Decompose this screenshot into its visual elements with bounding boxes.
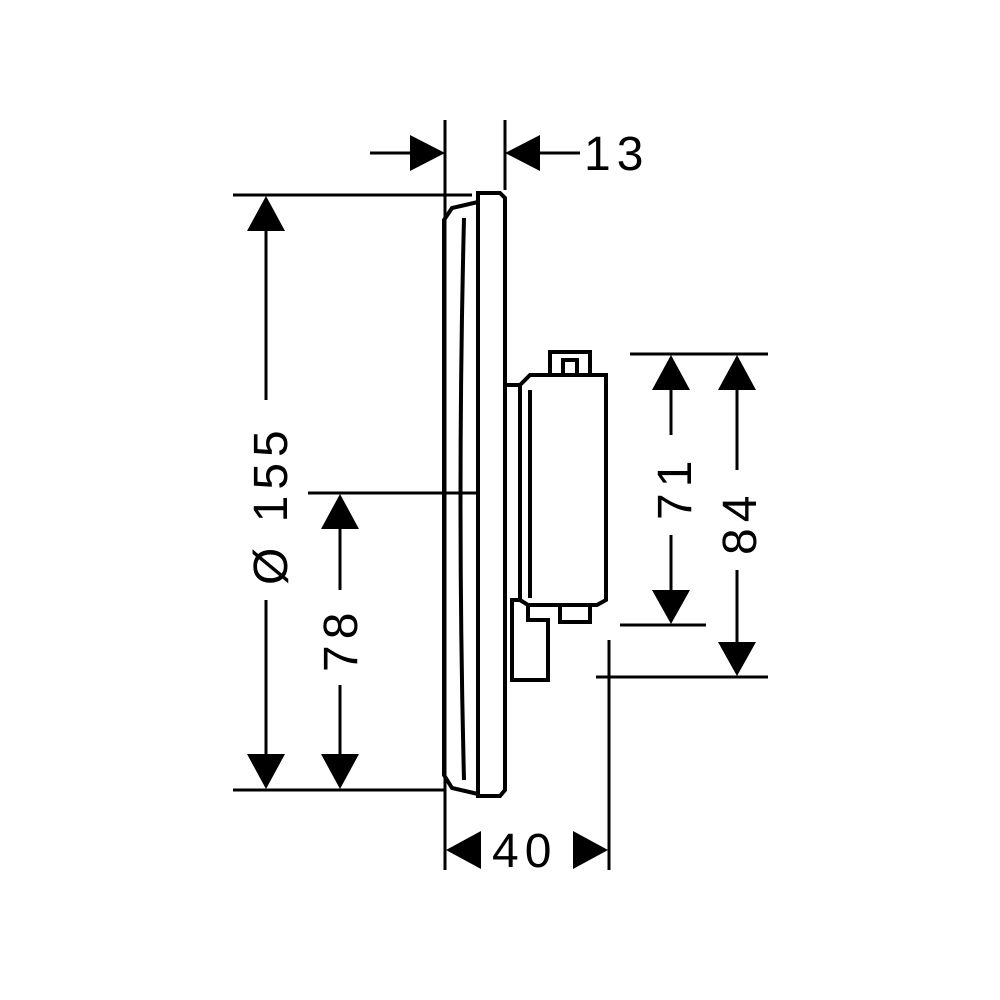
arrowhead-up — [321, 494, 359, 529]
dimension-40: 40 — [446, 825, 608, 878]
arrowhead-down — [652, 590, 690, 624]
arrowhead-down — [247, 754, 285, 789]
extension-lines — [233, 120, 768, 870]
arrowhead-left — [446, 831, 481, 869]
dimension-label-diameter: Ø 155 — [245, 424, 298, 585]
arrowhead-left — [505, 135, 540, 171]
arrowhead-down — [321, 754, 359, 789]
dimension-label-71: 71 — [649, 455, 702, 520]
dimension-label-78: 78 — [315, 607, 368, 672]
dimension-label-84: 84 — [714, 490, 767, 555]
arrowhead-up — [718, 355, 756, 390]
dimension-label-13: 13 — [584, 128, 649, 181]
dimension-78: 78 — [315, 494, 368, 789]
arrowhead-up — [247, 196, 285, 231]
dimension-71: 71 — [649, 355, 702, 624]
product-outline — [442, 191, 608, 798]
dimension-13: 13 — [370, 128, 649, 181]
arrowhead-up — [652, 355, 690, 390]
arrowhead-right — [410, 135, 445, 171]
dimension-84: 84 — [714, 355, 767, 676]
dimension-label-40: 40 — [492, 825, 557, 878]
dimension-diameter-155: Ø 155 — [245, 196, 298, 789]
arrowhead-down — [718, 642, 756, 676]
arrowhead-right — [573, 831, 608, 869]
